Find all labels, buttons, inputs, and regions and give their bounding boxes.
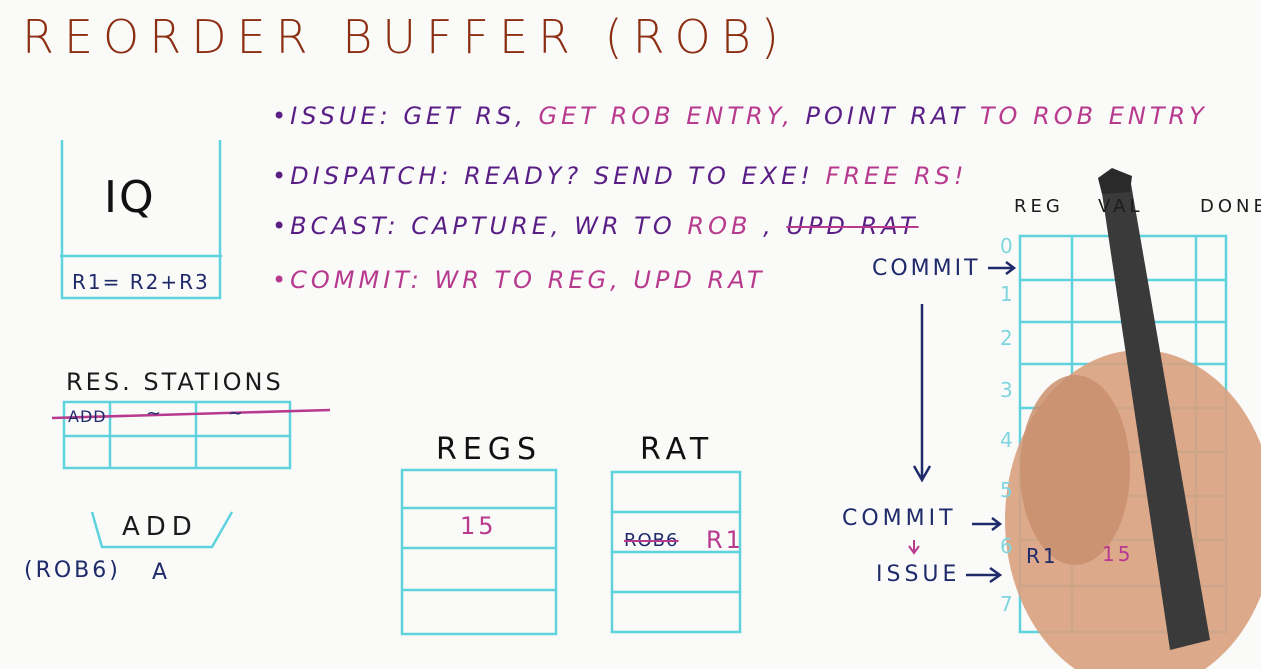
dispatch-label: •DISPATCH: <box>272 162 453 190</box>
rob-issue-pointer: ISSUE <box>876 562 961 587</box>
iq-label: IQ <box>104 172 156 223</box>
rat-label: RAT <box>640 432 715 467</box>
bcast-text-1: CAPTURE, WR TO <box>411 212 676 240</box>
commit-label: •COMMIT: <box>272 266 423 294</box>
issue-text-4: TO ROB ENTRY <box>979 102 1208 130</box>
issue-text-2: GET ROB ENTRY, <box>538 102 794 130</box>
rs-cell-src1: ~ <box>146 403 165 424</box>
rob-commit-pointer-top: COMMIT <box>872 256 981 281</box>
regs-table <box>400 468 558 636</box>
alu-shape <box>90 511 234 549</box>
commit-move-arrow <box>912 304 932 483</box>
rs-cell-op: ADD <box>68 407 107 426</box>
hand-with-marker <box>1005 168 1261 669</box>
commit-text-1: WR TO REG, UPD RAT <box>434 266 766 294</box>
rat-new-entry: R1 <box>706 526 744 554</box>
iq-entry: R1= R2+R3 <box>72 270 210 294</box>
rob-row-num: 3 <box>1000 378 1016 402</box>
dispatch-text-1: READY? SEND TO EXE! <box>464 162 814 190</box>
commit-to-issue-arrow <box>908 540 920 555</box>
rs-cell-src2: ~ <box>228 403 247 424</box>
bullet-issue: •ISSUE: GET RS, GET ROB ENTRY, POINT RAT… <box>272 102 1208 130</box>
rob-row-num: 7 <box>1000 592 1016 616</box>
rob-row6-val: 15 <box>1102 542 1134 566</box>
bullet-bcast: •BCAST: CAPTURE, WR TO ROB , UPD RAT <box>272 212 919 240</box>
alu-label: ADD <box>122 512 198 542</box>
commit-top-arrow <box>988 261 1017 275</box>
res-stations-strike <box>51 408 331 420</box>
regs-label: REGS <box>436 432 543 467</box>
iq-box <box>60 140 222 300</box>
rob-header-val: VAL <box>1098 196 1144 217</box>
alu-operand: A <box>152 560 171 585</box>
rob-row-num: 0 <box>1000 234 1016 258</box>
rob-commit-pointer: COMMIT <box>842 506 957 531</box>
rat-old-entry: ROB6 <box>624 530 679 551</box>
bcast-label: •BCAST: <box>272 212 400 240</box>
res-stations-label: RES. STATIONS <box>66 368 284 396</box>
rob-row-num: 4 <box>1000 428 1016 452</box>
bullet-dispatch: •DISPATCH: READY? SEND TO EXE! FREE RS! <box>272 162 968 190</box>
rob-header-done: DONE <box>1200 196 1261 217</box>
issue-label: •ISSUE: <box>272 102 392 130</box>
page-title: REORDER BUFFER (ROB) <box>22 10 789 64</box>
commit-mid-arrow <box>972 517 1003 531</box>
issue-text-3: POINT RAT <box>805 102 969 130</box>
issue-arrow <box>966 566 1003 584</box>
issue-text-1: GET RS, <box>403 102 527 130</box>
bcast-text-4: UPD RAT <box>786 212 919 240</box>
rob-header-reg: REG <box>1014 196 1064 217</box>
regs-value-r1: 15 <box>460 512 497 540</box>
bcast-text-3: , <box>763 212 775 240</box>
rob-row-num: 2 <box>1000 326 1016 350</box>
rob-row-num: 6 <box>1000 534 1016 558</box>
rat-table <box>610 470 742 634</box>
rob-row-num: 1 <box>1000 282 1016 306</box>
rob-row-num: 5 <box>1000 478 1016 502</box>
res-stations-table <box>62 400 292 470</box>
bcast-text-2: ROB <box>687 212 752 240</box>
alu-tag: (ROB6) <box>24 558 121 583</box>
rob-row6-reg: R1 <box>1026 544 1059 568</box>
bullet-commit: •COMMIT: WR TO REG, UPD RAT <box>272 266 766 294</box>
dispatch-text-2: FREE RS! <box>825 162 968 190</box>
